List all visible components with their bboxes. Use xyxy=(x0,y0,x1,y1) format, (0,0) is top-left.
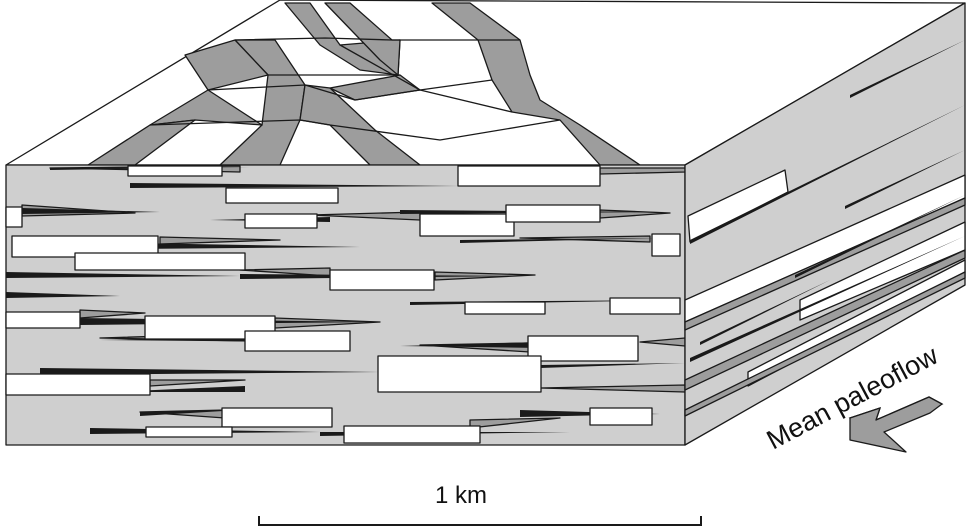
top-line-1 xyxy=(149,119,561,141)
scale-bar xyxy=(258,516,702,526)
side-thin-wedges xyxy=(690,40,965,362)
side-face-outline xyxy=(684,2,966,446)
top-surface xyxy=(5,0,966,166)
side-dark-3 xyxy=(684,271,966,417)
side-dark-2 xyxy=(684,249,966,391)
left-down-arrow-icon xyxy=(848,396,944,453)
top-line-5 xyxy=(339,44,513,113)
white-lenses xyxy=(5,165,681,444)
top-line-3 xyxy=(234,37,520,41)
top-line-2 xyxy=(207,79,493,101)
front-face xyxy=(5,164,686,446)
side-face xyxy=(684,2,966,446)
scale-label: 1 km xyxy=(435,482,487,509)
